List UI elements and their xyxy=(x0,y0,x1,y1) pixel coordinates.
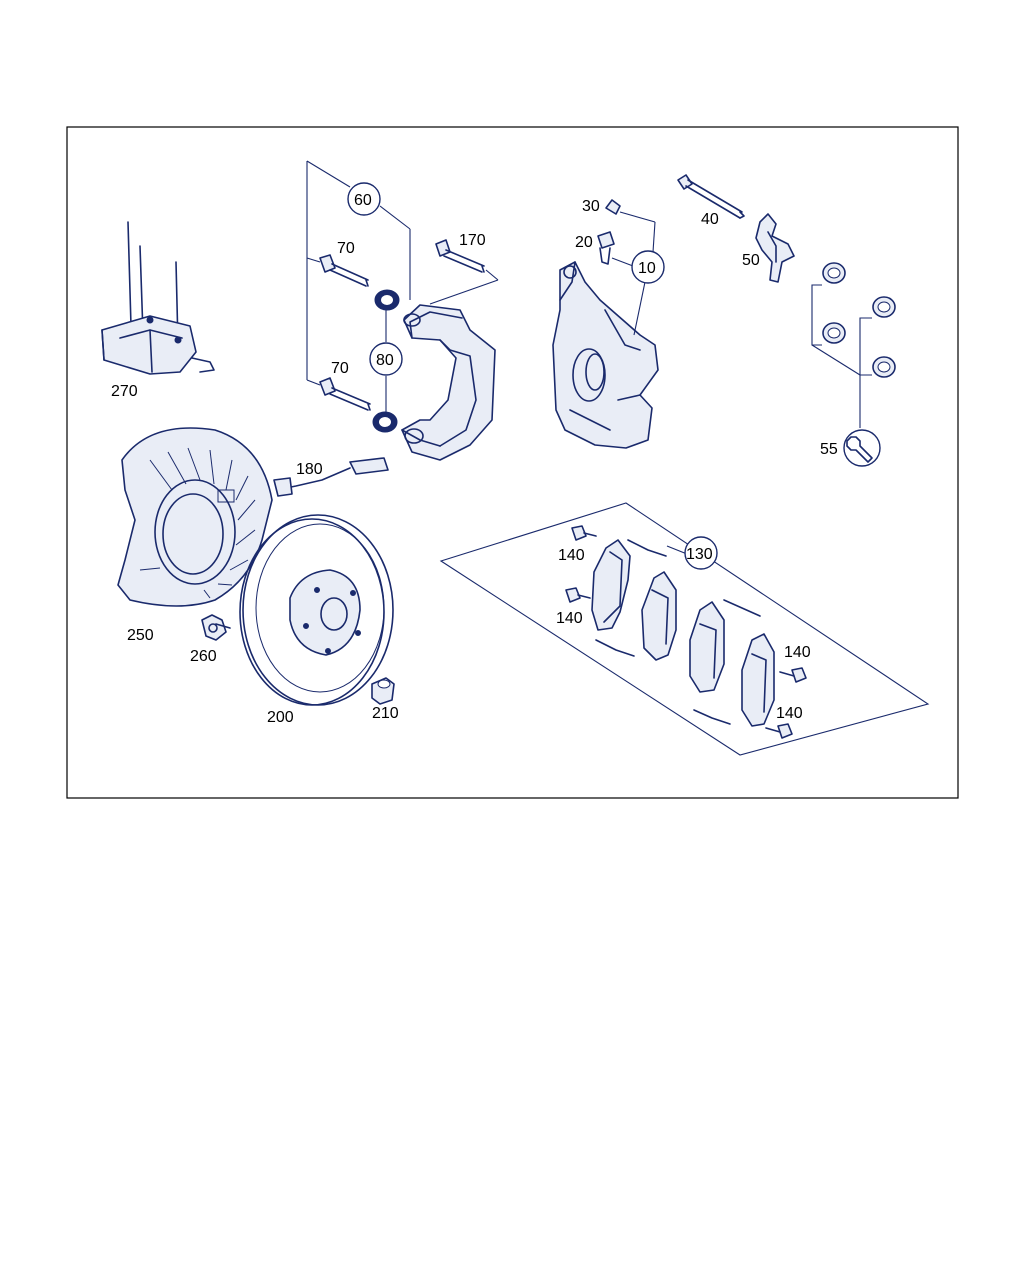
label-170: 170 xyxy=(459,232,486,249)
part-210-screw xyxy=(371,677,395,705)
callout-circle-80 xyxy=(369,342,403,376)
part-80-bushings xyxy=(372,289,400,433)
label-140-c: 140 xyxy=(784,644,811,661)
part-20-bleeder-valve xyxy=(597,231,615,265)
label-70-lower: 70 xyxy=(331,360,349,377)
label-270: 270 xyxy=(111,383,138,400)
label-20: 20 xyxy=(575,234,593,251)
part-55-seal-kit xyxy=(811,262,896,428)
label-140-d: 140 xyxy=(776,705,803,722)
part-10-caliper xyxy=(552,261,659,449)
label-30: 30 xyxy=(582,198,600,215)
label-210: 210 xyxy=(372,705,399,722)
part-140-bolts xyxy=(565,525,807,739)
callout-circle-130 xyxy=(684,536,718,570)
label-40: 40 xyxy=(701,211,719,228)
wrench-icon xyxy=(843,429,881,467)
leader-60 xyxy=(306,160,411,386)
part-60-caliper-carrier xyxy=(401,304,496,461)
part-180-wear-sensor xyxy=(273,457,389,497)
label-180: 180 xyxy=(296,461,323,478)
label-130: 130 xyxy=(686,546,713,563)
label-80: 80 xyxy=(376,352,394,369)
part-50-spring-clip xyxy=(755,213,795,283)
label-55: 55 xyxy=(820,441,838,458)
callout-circle-10 xyxy=(631,250,665,284)
label-250: 250 xyxy=(127,627,154,644)
diagram-frame xyxy=(66,126,959,799)
part-40-guide-pin xyxy=(677,174,745,219)
label-260: 260 xyxy=(190,648,217,665)
label-60: 60 xyxy=(354,192,372,209)
part-250-splash-shield xyxy=(117,427,273,607)
leader-10 xyxy=(633,281,646,336)
part-30-dust-cap xyxy=(605,199,621,215)
part-170-bolt xyxy=(429,239,499,305)
label-50: 50 xyxy=(742,252,760,269)
part-70-bolt-upper xyxy=(319,254,369,287)
callout-circle-60 xyxy=(347,182,381,216)
part-270-sensor-bracket xyxy=(101,221,215,375)
label-10: 10 xyxy=(638,260,656,277)
part-260-bolt xyxy=(201,614,231,641)
label-200: 200 xyxy=(267,709,294,726)
part-70-bolt-lower xyxy=(319,377,371,411)
label-140-b: 140 xyxy=(556,610,583,627)
part-200-brake-disc xyxy=(239,514,394,706)
label-70-upper: 70 xyxy=(337,240,355,257)
part-130-brake-pad-set xyxy=(439,502,930,756)
label-140-a: 140 xyxy=(558,547,585,564)
